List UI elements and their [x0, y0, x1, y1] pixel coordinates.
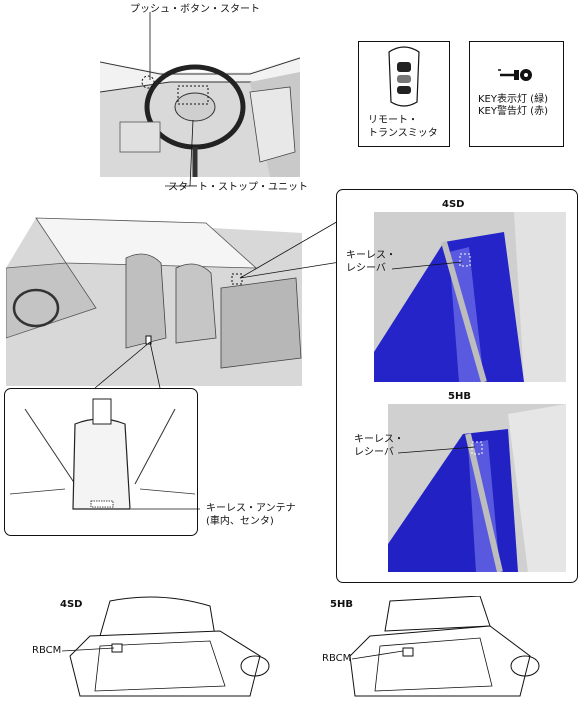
receiver-4sd-label-1: キーレス・ — [346, 250, 396, 261]
rbcm-4sd-label: RBCM — [32, 645, 62, 656]
key-indicator-label-green: KEY表示灯 (緑) — [478, 94, 548, 105]
receiver-5hb-label-1: キーレス・ — [354, 434, 404, 445]
remote-transmitter-label-2: トランスミッタ — [368, 128, 438, 139]
rbcm-5hb-label: RBCM — [322, 653, 352, 664]
receiver-5hb-image — [388, 404, 566, 572]
key-indicator-box — [469, 41, 564, 147]
receiver-5hb-label-2: レシーバ — [354, 447, 394, 458]
push-button-start-label: プッシュ・ボタン・スタート — [130, 4, 260, 15]
receiver-5hb-title: 5HB — [448, 391, 471, 402]
remote-transmitter-box — [358, 41, 450, 147]
trunk-5hb-illustration — [330, 596, 540, 704]
receiver-4sd-image — [374, 212, 566, 382]
key-indicator-label-red: KEY警告灯 (赤) — [478, 106, 548, 117]
trunk-5hb-title: 5HB — [330, 599, 353, 610]
trunk-4sd-illustration — [60, 596, 270, 704]
remote-transmitter-label-1: リモート・ — [368, 115, 418, 126]
start-stop-unit-label: スタート・ストップ・ユニット — [168, 182, 308, 193]
keyless-antenna-label-2: (車内、センタ) — [206, 516, 274, 527]
receiver-4sd-title: 4SD — [442, 199, 465, 210]
dashboard-illustration — [100, 22, 300, 177]
cabin-illustration — [6, 208, 302, 386]
trunk-4sd-title: 4SD — [60, 599, 83, 610]
keyless-antenna-label-1: キーレス・アンテナ — [206, 503, 296, 514]
receiver-4sd-label-2: レシーバ — [346, 263, 386, 274]
antenna-detail-box — [4, 388, 198, 536]
